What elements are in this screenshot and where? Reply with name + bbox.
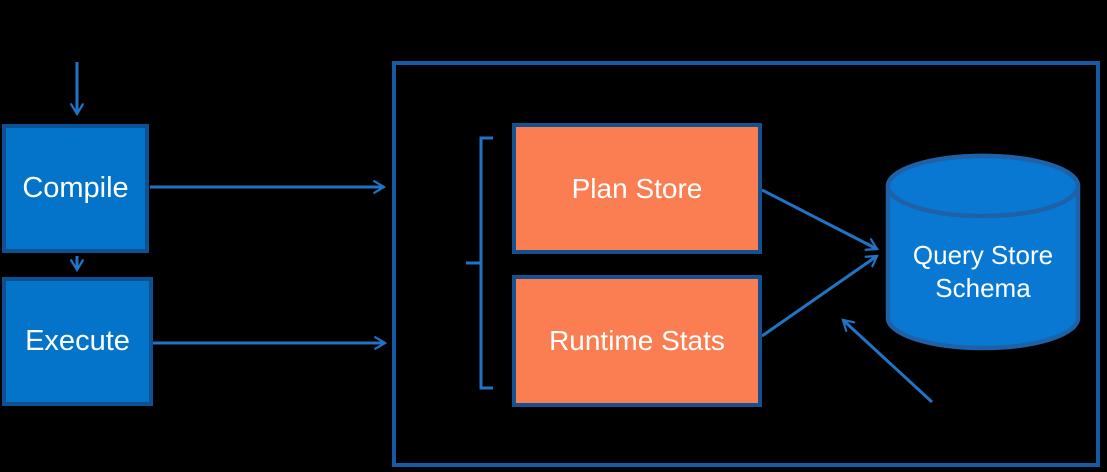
plan-store-node: Plan Store bbox=[512, 123, 762, 254]
arrow-runtime-stats-to-schema bbox=[761, 254, 879, 338]
compile-node: Compile bbox=[2, 124, 149, 253]
execute-label: Execute bbox=[25, 325, 130, 357]
query-store-container bbox=[392, 61, 1100, 467]
query-store-schema-label: Query Store Schema bbox=[912, 240, 1054, 303]
runtime-stats-node: Runtime Stats bbox=[512, 275, 762, 407]
plan-store-label: Plan Store bbox=[571, 172, 703, 204]
compile-label: Compile bbox=[22, 172, 129, 204]
arrow-external-to-schema bbox=[841, 318, 934, 404]
grouping-bracket bbox=[466, 136, 493, 390]
execute-node: Execute bbox=[2, 277, 153, 406]
runtime-stats-label: Runtime Stats bbox=[549, 325, 725, 356]
database-cylinder-top bbox=[885, 153, 1081, 219]
arrow-plan-store-to-schema bbox=[761, 188, 879, 251]
